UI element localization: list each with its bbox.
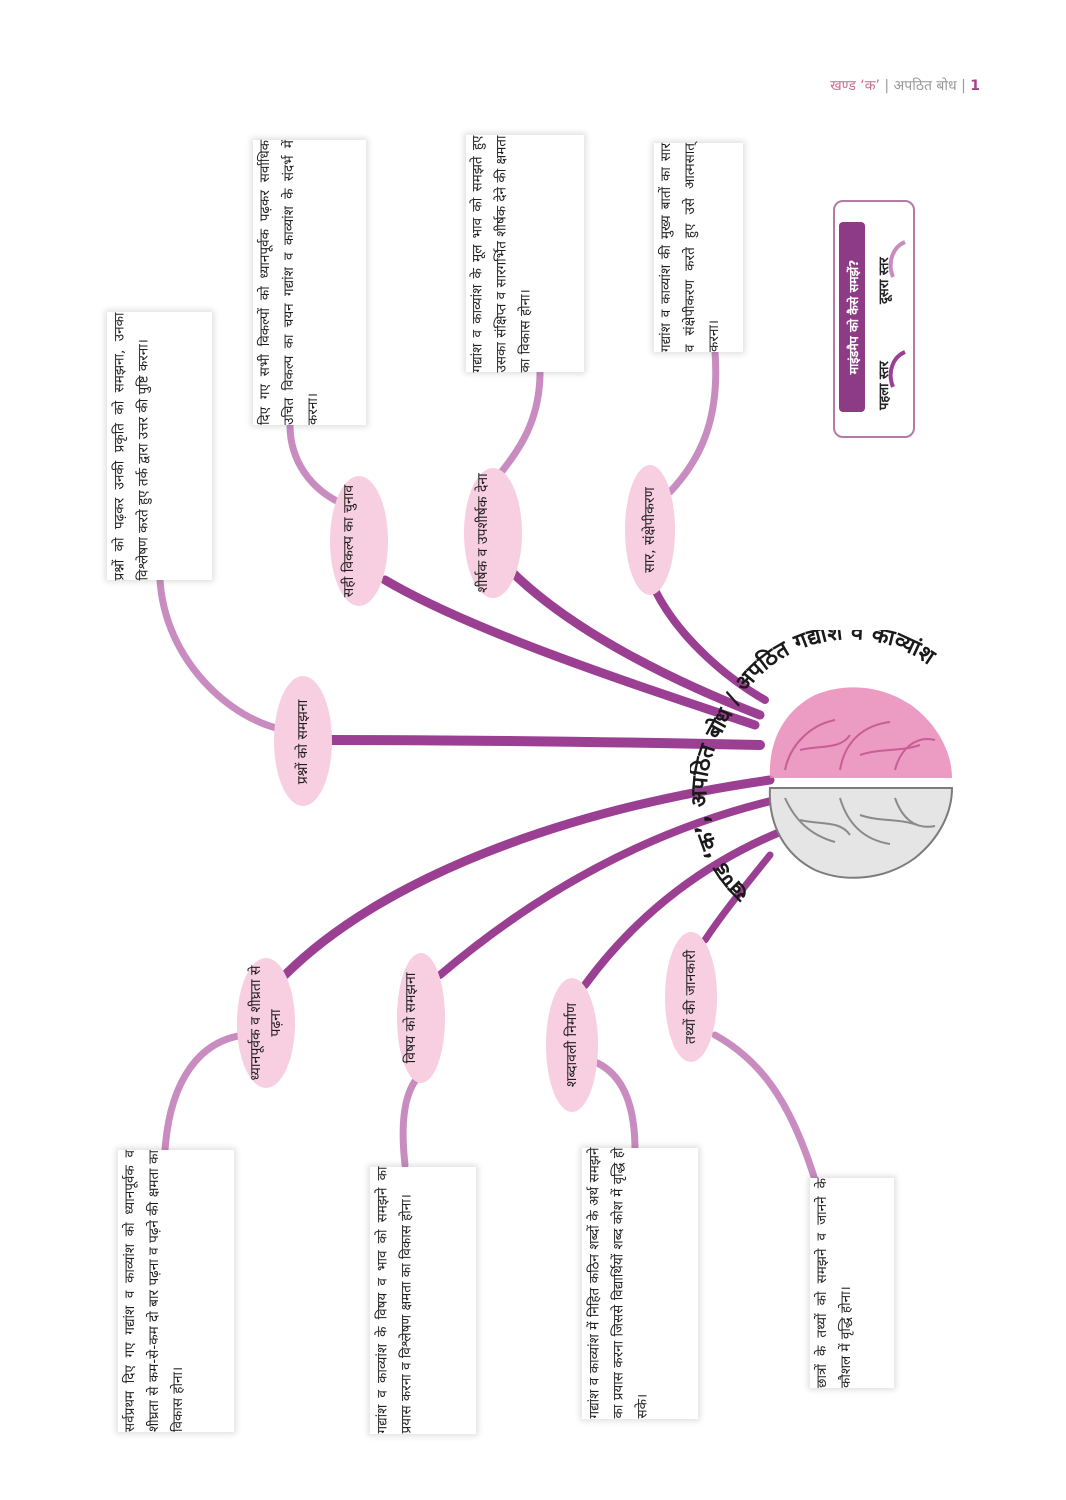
legend-primary-swatch (888, 350, 906, 388)
info-text-sheershak: गद्यांश व काव्यांश के मूल भाव को समझते ह… (469, 135, 534, 373)
info-box-vishay: गद्यांश व काव्यांश के विषय व भाव को समझन… (370, 1167, 476, 1434)
info-text-vishay: गद्यांश व काव्यांश के विषय व भाव को समझन… (374, 1166, 415, 1434)
node-label-vikalp: सही विकल्प का चुनाव (341, 484, 357, 598)
legend-box: माइंडमैप को कैसे समझें? पहला स्तर दूसरा … (833, 200, 915, 438)
info-text-vikalp: दिए गए सभी विकल्पों को ध्यानपूर्वक पढ़कर… (257, 140, 321, 425)
branch-line-vishay (436, 796, 779, 979)
node-dhyan: ध्यानपूर्वक व शीघ्रता से पढ़ना (237, 958, 295, 1088)
node-label-shabd: शब्दावली निर्माण (564, 1002, 580, 1088)
branch-line-prashn (325, 735, 765, 750)
page-number: 1 (970, 78, 980, 94)
header-chapter: अपठित बोध (893, 78, 957, 94)
branch-line-dhyan (280, 775, 775, 980)
branch-line-tathya (701, 851, 774, 944)
legend-swatches (888, 240, 906, 388)
node-label-saar: सार, संक्षेपीकरण (642, 487, 658, 573)
info-box-prashn: प्रश्नों को पढ़कर उनकी प्रकृति को समझना,… (107, 312, 212, 581)
node-saar: सार, संक्षेपीकरण (625, 465, 675, 595)
node-vishay: विषय को समझना (397, 953, 445, 1083)
sub-line-dhyan (161, 1031, 249, 1154)
sub-line-vishay (399, 1071, 424, 1169)
info-text-saar: गद्यांश व काव्यांश की मुख्य बातों का सार… (658, 143, 722, 352)
info-text-dhyan: सर्वप्रथम दिए गए गद्यांश व काव्यांश को ध… (122, 1150, 186, 1432)
info-box-vikalp: दिए गए सभी विकल्पों को ध्यानपूर्वक पढ़कर… (253, 140, 366, 425)
central-title-text: खण्ड ‘क’, अपठित बोध / अपठित गद्यांश व का… (690, 630, 940, 906)
node-label-prashn: प्रश्नों को समझना (295, 699, 311, 785)
legend-title-box: माइंडमैप को कैसे समझें? (839, 222, 865, 412)
branch-line-shabd (581, 826, 789, 989)
info-text-tathya: छात्रों के तथ्यों को समझने व जानने के कौ… (814, 1178, 854, 1388)
node-label-tathya: तथ्यों की जानकारी (683, 950, 699, 1044)
central-title-arc: खण्ड ‘क’, अपठित बोध / अपठित गद्यांश व का… (690, 630, 940, 906)
node-tathya: तथ्यों की जानकारी (665, 932, 717, 1062)
sub-line-tathya (711, 1031, 819, 1184)
sub-line-shabd (586, 1056, 639, 1154)
info-box-saar: गद्यांश व काव्यांश की मुख्य बातों का सार… (654, 143, 743, 352)
svg-text:खण्ड ‘क’, अपठित बोध / अपठित गद: खण्ड ‘क’, अपठित बोध / अपठित गद्यांश व का… (690, 630, 940, 906)
branch-line-saar (651, 586, 769, 704)
brain-illustration (768, 687, 954, 879)
sub-line-vikalp (286, 421, 349, 509)
central-topic: खण्ड ‘क’, अपठित बोध / अपठित गद्यांश व का… (690, 630, 990, 930)
branch-line-vikalp (380, 575, 760, 730)
info-text-prashn: प्रश्नों को पढ़कर उनकी प्रकृति को समझना,… (111, 312, 152, 581)
node-label-vishay: विषय को समझना (403, 972, 419, 1064)
node-prashn: प्रश्नों को समझना (274, 676, 332, 806)
info-box-shabd: गद्यांश व काव्यांश में निहित कठिन शब्दों… (582, 1148, 698, 1419)
header-section: खण्ड ‘क’ (830, 78, 880, 94)
info-box-dhyan: सर्वप्रथम दिए गए गद्यांश व काव्यांश को ध… (118, 1150, 234, 1432)
info-box-sheershak: गद्यांश व काव्यांश के मूल भाव को समझते ह… (466, 135, 584, 373)
header-separator: | (956, 78, 971, 94)
node-vikalp: सही विकल्प का चुनाव (330, 476, 388, 606)
node-shabd: शब्दावली निर्माण (546, 978, 598, 1112)
legend-secondary-swatch (888, 240, 906, 278)
sub-line-prashn (156, 576, 289, 734)
node-label-sheershak: शीर्षक व उपशीर्षक देना (475, 473, 491, 593)
node-sheershak: शीर्षक व उपशीर्षक देना (464, 468, 522, 598)
header-separator: | (879, 78, 894, 94)
branch-line-sheershak (505, 565, 765, 720)
page-header: खण्ड ‘क’ | अपठित बोध | 1 (830, 76, 980, 95)
info-text-shabd: गद्यांश व काव्यांश में निहित कठिन शब्दों… (586, 1147, 651, 1419)
info-box-tathya: छात्रों के तथ्यों को समझने व जानने के कौ… (810, 1178, 894, 1388)
node-label-dhyan: ध्यानपूर्वक व शीघ्रता से पढ़ना (248, 965, 284, 1081)
sub-line-saar (666, 348, 720, 496)
sub-line-sheershak (491, 368, 544, 484)
